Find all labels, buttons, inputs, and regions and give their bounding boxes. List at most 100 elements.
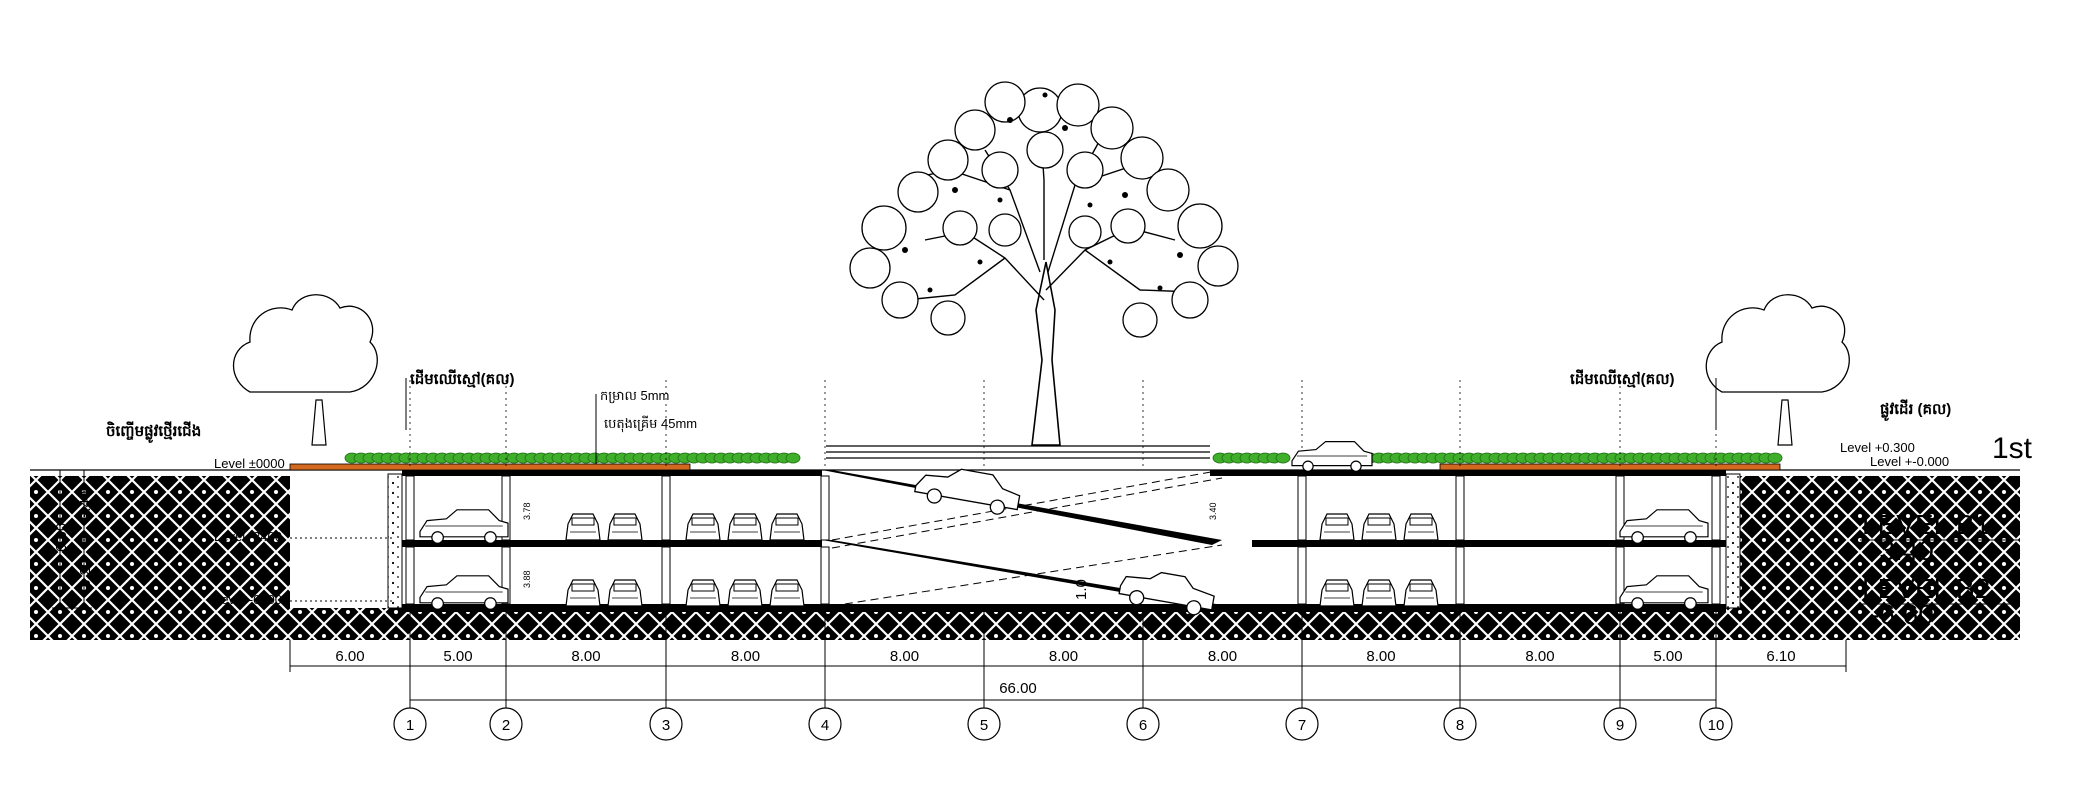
grid-axis-bubble — [1443, 707, 1477, 741]
car-wheel — [610, 540, 616, 545]
annotation-left-sidewalk: ចិញ្ចើមផ្លូវថ្មើរជើង — [106, 421, 201, 443]
column — [1711, 475, 1721, 541]
car-ramp-upper-icon — [914, 468, 1021, 515]
car-window — [691, 517, 715, 526]
car-body — [1619, 509, 1709, 538]
car-front-b1-icon — [1361, 513, 1397, 545]
car-front-b1-icon — [607, 513, 643, 545]
car-wheel — [1129, 590, 1145, 606]
slab-b1-right — [1252, 540, 1726, 547]
grid-axis-bubble — [1126, 707, 1160, 741]
car-ground-icon — [1291, 441, 1373, 472]
column — [1615, 475, 1625, 541]
car-wheel — [1430, 540, 1436, 545]
tree-icon — [849, 81, 1239, 446]
vdim-ramp-height: 1.0 — [1073, 579, 1090, 600]
car-wheel — [1364, 540, 1370, 545]
car-wheel — [1186, 600, 1202, 616]
vdim-slab-b2: 3.88 — [522, 570, 532, 588]
car-wheel — [772, 606, 778, 611]
car-wheel — [754, 540, 760, 545]
car-wheel — [688, 540, 694, 545]
grid-axis-label: 5 — [980, 717, 988, 734]
column — [820, 475, 830, 541]
car-wheel — [1631, 597, 1644, 610]
car-wheel — [610, 606, 616, 611]
total-length-dim: 66.00 — [999, 680, 1037, 697]
car-front-b1-icon — [685, 513, 721, 545]
car-wheel — [796, 606, 802, 611]
grid-axis-label: 8 — [1456, 717, 1464, 734]
grid-axis-label: 4 — [821, 717, 829, 734]
bay-dim-label: 8.00 — [1049, 648, 1078, 665]
earth-right — [1730, 476, 2020, 640]
columns — [405, 475, 1721, 605]
car-window — [613, 583, 637, 592]
car-window — [733, 583, 757, 592]
column — [1297, 475, 1307, 541]
roof-slab-right — [1210, 470, 1726, 476]
car-body — [1619, 575, 1709, 604]
grid-axis-bubble — [393, 707, 427, 741]
level-right-a: Level +0.300 — [1840, 440, 1915, 455]
car-wheel — [989, 499, 1005, 515]
grid-axis-label: 3 — [662, 717, 670, 734]
column — [1455, 546, 1465, 605]
grid-axis-bubble — [1603, 707, 1637, 741]
level-first-label: 1st — [1992, 432, 2033, 465]
car-body — [1291, 441, 1373, 467]
car-wheel — [1388, 540, 1394, 545]
grid-axis-bubble — [489, 707, 523, 741]
car-wheel — [592, 606, 598, 611]
column — [501, 546, 511, 605]
retaining-wall-right — [1725, 473, 1741, 609]
annotation-right-walk: ផ្លូវដើរ (គល) — [1880, 399, 1951, 421]
car-body — [1118, 571, 1215, 611]
grid-axis-label: 6 — [1139, 717, 1147, 734]
grass-tuft — [1767, 452, 1783, 464]
car-front-b2-icon — [607, 579, 643, 611]
car-front-b1-icon — [769, 513, 805, 545]
car-wheel — [712, 540, 718, 545]
column — [405, 546, 415, 605]
annotation-right-planter: ដើមឈើស្មៅ(គល) — [1570, 369, 1674, 388]
car-body — [419, 509, 509, 538]
car-body — [914, 468, 1021, 511]
level-b2-label: Level -6600 — [214, 592, 282, 607]
earth-left — [30, 476, 290, 640]
bay-dim-label: 8.00 — [571, 648, 600, 665]
car-front-b1-icon — [1403, 513, 1439, 545]
roof-slab-left — [402, 470, 822, 476]
column — [1615, 546, 1625, 605]
bay-dim-label: 5.00 — [443, 648, 472, 665]
car-front-b2-icon — [1319, 579, 1355, 611]
car-wheel — [1346, 606, 1352, 611]
bay-dim-label: 8.00 — [890, 648, 919, 665]
vdim-total: 6.60 — [53, 523, 70, 552]
column — [661, 546, 671, 605]
retaining-wall-left — [387, 473, 403, 609]
car-b1-left-icon — [419, 509, 509, 544]
car-wheel — [1430, 606, 1436, 611]
ramp-upper — [822, 470, 1222, 545]
grid-axis-bubble — [1699, 707, 1733, 741]
axis-dotted-lines — [409, 380, 1717, 468]
bay-dim-label: 8.00 — [1525, 648, 1554, 665]
slab-b2 — [402, 604, 1726, 612]
car-wheel — [796, 540, 802, 545]
car-wheel — [484, 531, 497, 544]
car-ramp-lower-icon — [1118, 571, 1215, 616]
vertical-dimension-lines — [52, 469, 92, 609]
car-wheel — [568, 540, 574, 545]
car-b2-right-icon — [1619, 575, 1709, 610]
bay-dim-label: 6.00 — [335, 648, 364, 665]
level-ground-label: Level ±0000 — [214, 456, 285, 471]
grid-axis-bubble — [1285, 707, 1319, 741]
vdim-lower: 3.20 — [77, 559, 94, 588]
car-wheel — [1631, 531, 1644, 544]
car-wheel — [1684, 531, 1697, 544]
